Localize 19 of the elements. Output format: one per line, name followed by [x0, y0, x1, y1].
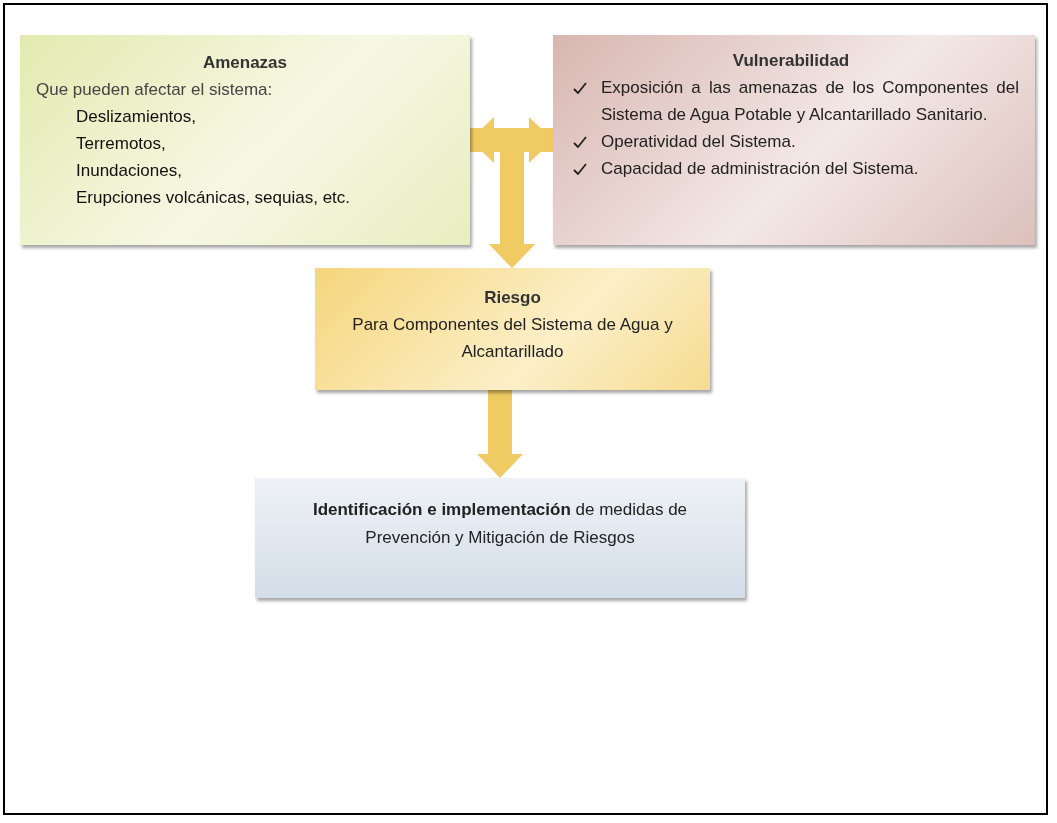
list-item: Operatividad del Sistema. [601, 131, 797, 153]
list-item: Terremotos, [75, 133, 167, 155]
box-text: Para Componentes del Sistema de Agua y Alcantarillado [351, 314, 674, 363]
list-item: Exposición a las amenazas de los Componentes del Sistema de Agua Potable y Alcantarillado Sanitario. [601, 77, 1019, 126]
block-arrow [477, 390, 523, 478]
list-item: Erupciones volcánicas, sequias, etc. [75, 187, 352, 209]
vulnerability-box [553, 35, 1035, 245]
box-heading: Riesgo [483, 287, 542, 309]
list-item: Capacidad de administración del Sistema. [601, 158, 920, 180]
box-heading: Amenazas [201, 52, 289, 74]
box-text: Identificación e implementación de medidas de Prevención y Mitigación de Riesgos [311, 499, 689, 549]
list-item: Inundaciones, [75, 160, 183, 182]
box-text: Que pueden afectar el sistema: [36, 79, 274, 101]
threat-box [20, 35, 470, 245]
risk-box [315, 268, 710, 390]
box-heading: Vulnerabilidad [731, 50, 851, 72]
list-item: Deslizamientos, [75, 106, 197, 128]
block-arrow [489, 128, 553, 268]
measures-box [255, 478, 745, 598]
